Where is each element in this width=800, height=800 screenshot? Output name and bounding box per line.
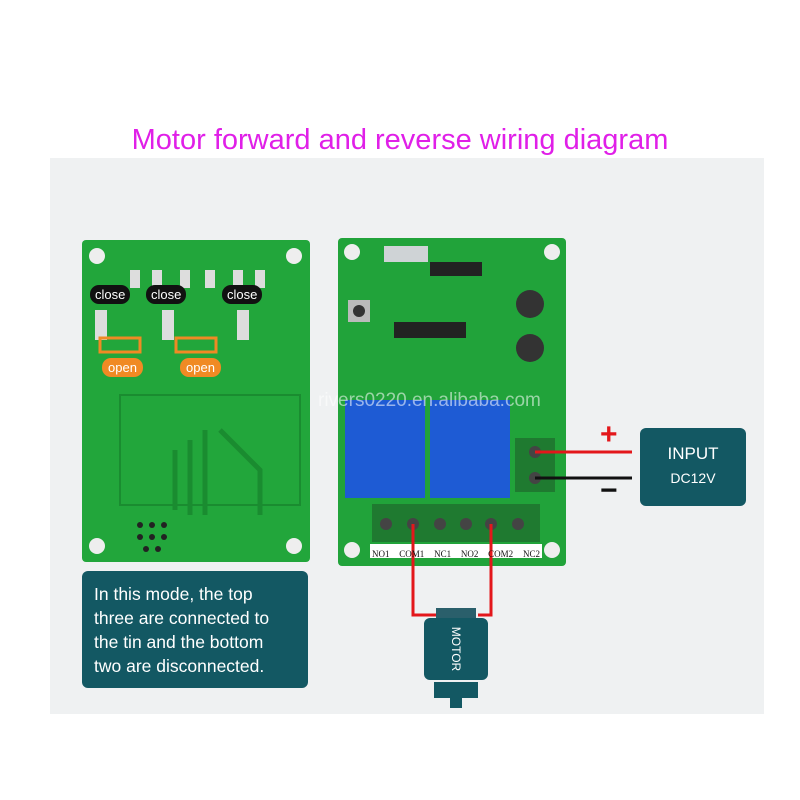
power-wires <box>535 450 632 480</box>
watermark: rivers0220.en.alibaba.com <box>318 390 541 411</box>
diagram-title: Motor forward and reverse wiring diagram <box>131 124 669 156</box>
terminal-labels: NO1 COM1 NC1 NO2 COM2 NC2 <box>372 549 540 559</box>
motor-icon <box>424 608 488 708</box>
jumper-close-label: close <box>222 285 263 304</box>
plus-sign: + <box>600 418 618 451</box>
terminal-nc2: NC2 <box>522 549 540 559</box>
pcb-front-board <box>338 238 566 566</box>
input-box: INPUT DC12V <box>640 428 746 506</box>
terminal-no1: NO1 <box>372 549 390 559</box>
voltage-label: DC12V <box>670 470 716 486</box>
jumper-open-label: open <box>102 358 143 377</box>
terminal-no2: NO2 <box>460 549 479 559</box>
terminal-com1: COM1 <box>399 549 425 559</box>
pcb-back-board <box>82 240 310 562</box>
motor-label: MOTOR <box>449 626 463 672</box>
terminal-com2: COM2 <box>488 549 514 559</box>
motor-wires <box>411 524 493 617</box>
note-line: In this mode, the top <box>94 584 253 604</box>
input-label: INPUT <box>667 444 719 463</box>
jumper-close-label: close <box>146 285 187 304</box>
note-line: two are disconnected. <box>94 656 265 676</box>
note-box: In this mode, the top three are connecte… <box>82 571 308 688</box>
note-line: the tin and the bottom <box>94 632 264 652</box>
note-line: three are connected to <box>94 608 270 628</box>
terminal-nc1: NC1 <box>434 549 452 559</box>
minus-sign: − <box>600 474 618 507</box>
jumper-open-label: open <box>180 358 221 377</box>
jumper-close-label: close <box>90 285 131 304</box>
